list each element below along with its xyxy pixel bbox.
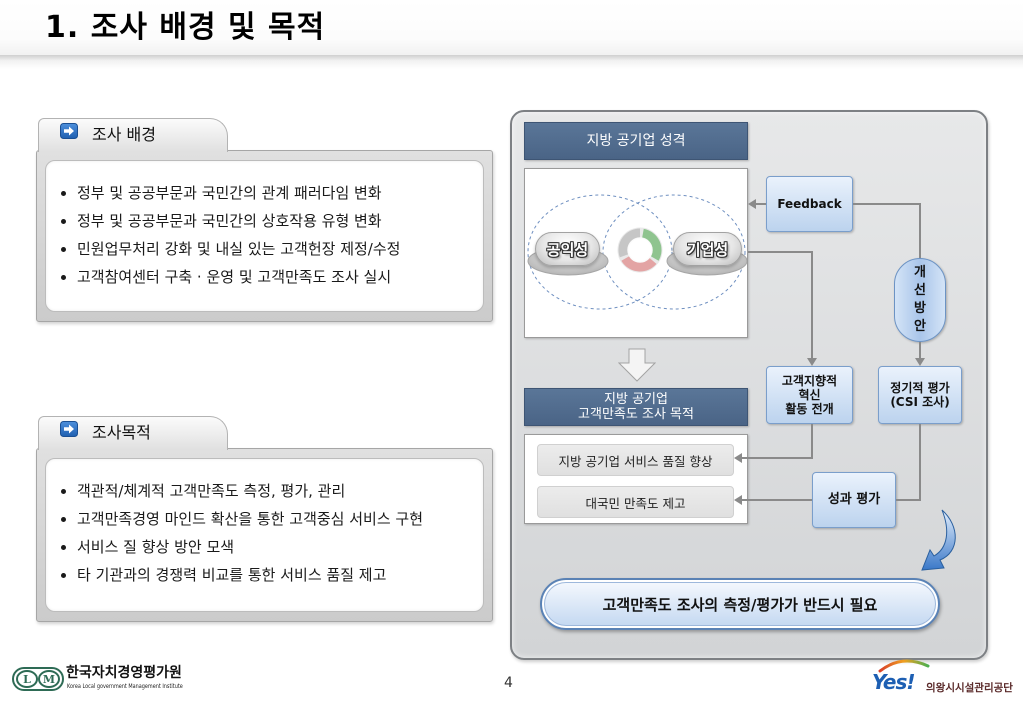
purpose-item-text: 지방 공기업 서비스 품질 향상 — [558, 453, 713, 469]
conclusion-banner: 고객만족도 조사의 측정/평가가 반드시 필요 — [540, 578, 940, 630]
list-item: 고객참여센터 구축 · 운영 및 고객만족도 조사 실시 — [61, 263, 400, 291]
page-title: 1. 조사 배경 및 목적 — [45, 10, 326, 45]
periodic-eval-line: 정기적 평가 — [890, 381, 950, 395]
bullet-text: 객관적/체계적 고객만족도 측정, 평가, 관리 — [77, 482, 346, 500]
arrowhead — [807, 358, 817, 366]
bullet-text: 민원업무처리 강화 및 내실 있는 고객헌장 제정/수정 — [77, 240, 401, 258]
performance-label: 성과 평가 — [827, 492, 881, 507]
logo-letter-m: M — [38, 670, 60, 688]
bullet-dot — [61, 191, 66, 196]
bullet-dot — [61, 489, 66, 494]
arrowhead — [748, 199, 756, 209]
purpose-section-title: 조사목적 — [92, 423, 151, 442]
activity-line: 활동 전개 — [785, 402, 834, 416]
cycle-icon — [617, 227, 663, 273]
bullet-dot — [61, 573, 66, 578]
purpose-box: 지방 공기업 서비스 품질 향상 대국민 만족도 제고 — [524, 434, 748, 524]
periodic-eval-line: (CSI 조사) — [890, 395, 950, 409]
bullet-dot — [61, 247, 66, 252]
background-bullet-list: 정부 및 공공부문과 국민간의 관계 패러다임 변화 정부 및 공공부문과 국민… — [61, 179, 400, 291]
institute-logo-mark: L M — [12, 667, 64, 691]
arrow-right-icon — [60, 421, 78, 437]
agency-name: 의왕시시설관리공단 — [926, 682, 1013, 694]
list-item: 고객만족경영 마인드 확산을 통한 고객중심 서비스 구현 — [61, 505, 423, 533]
public-interest-label: 공익성 — [546, 240, 589, 259]
bullet-dot — [61, 545, 66, 550]
conclusion-text: 고객만족도 조사의 측정/평가가 반드시 필요 — [602, 595, 878, 614]
purpose-header-line: 지방 공기업 — [604, 392, 668, 407]
feedback-box: Feedback — [766, 176, 853, 232]
activity-line: 고객지향적 — [781, 374, 838, 388]
curved-arrow-icon — [921, 509, 956, 571]
nature-header: 지방 공기업 성격 — [524, 122, 748, 160]
bullet-text: 타 기관과의 경쟁력 비교를 통한 서비스 품질 제고 — [77, 566, 387, 584]
purpose-header-line: 고객만족도 조사 목적 — [578, 407, 694, 422]
activity-line: 혁신 — [798, 388, 821, 402]
performance-evaluation-box: 성과 평가 — [812, 472, 896, 528]
purpose-section-panel: 객관적/체계적 고객만족도 측정, 평가, 관리 고객만족경영 마인드 확산을 … — [36, 448, 493, 622]
bullet-dot — [61, 517, 66, 522]
business-label: 기업성 — [686, 240, 729, 259]
background-section-title: 조사 배경 — [92, 125, 156, 144]
title-bar — [0, 0, 1023, 56]
purpose-item-satisfaction: 대국민 만족도 제고 — [537, 486, 734, 518]
arrowhead — [915, 358, 925, 366]
list-item: 서비스 질 향상 방안 모색 — [61, 533, 423, 561]
list-item: 타 기관과의 경쟁력 비교를 통한 서비스 품질 제고 — [61, 561, 423, 589]
bullet-text: 고객만족경영 마인드 확산을 통한 고객중심 서비스 구현 — [77, 510, 424, 528]
venn-box: 공익성 기업성 — [524, 168, 748, 338]
purpose-section-content: 객관적/체계적 고객만족도 측정, 평가, 관리 고객만족경영 마인드 확산을 … — [45, 458, 484, 612]
down-arrow-icon — [618, 348, 656, 382]
institute-name: 한국자치경영평가원 — [66, 665, 182, 681]
periodic-evaluation-box: 정기적 평가 (CSI 조사) — [878, 366, 962, 424]
arrow-right-icon — [60, 123, 78, 139]
public-interest-badge: 공익성 — [535, 232, 600, 266]
connector-periodic-to-performance — [896, 424, 921, 501]
bullet-text: 고객참여센터 구축 · 운영 및 고객만족도 조사 실시 — [77, 268, 392, 286]
improvement-label: 개선방안 — [914, 265, 926, 334]
purpose-section-tab: 조사목적 — [38, 416, 228, 450]
title-divider — [0, 55, 1023, 69]
bullet-text: 정부 및 공공부문과 국민간의 관계 패러다임 변화 — [77, 184, 382, 202]
page-number: 4 — [504, 675, 513, 691]
activity-box: 고객지향적 혁신 활동 전개 — [766, 366, 853, 424]
business-circle — [602, 194, 746, 310]
bullet-dot — [61, 275, 66, 280]
nature-header-text: 지방 공기업 성격 — [586, 132, 686, 149]
connector-feedback-to-improvement — [853, 203, 921, 258]
bullet-text: 서비스 질 향상 방안 모색 — [77, 538, 235, 556]
purpose-bullet-list: 객관적/체계적 고객만족도 측정, 평가, 관리 고객만족경영 마인드 확산을 … — [61, 477, 423, 589]
background-section-content: 정부 및 공공부문과 국민간의 관계 패러다임 변화 정부 및 공공부문과 국민… — [45, 160, 484, 312]
purpose-header: 지방 공기업 고객만족도 조사 목적 — [524, 388, 748, 426]
purpose-item-text: 대국민 만족도 제고 — [585, 495, 686, 511]
list-item: 정부 및 공공부문과 국민간의 상호작용 유형 변화 — [61, 207, 400, 235]
feedback-label: Feedback — [777, 197, 842, 211]
list-item: 정부 및 공공부문과 국민간의 관계 패러다임 변화 — [61, 179, 400, 207]
logo-swoosh-icon — [878, 659, 930, 673]
business-badge: 기업성 — [673, 232, 742, 266]
list-item: 객관적/체계적 고객만족도 측정, 평가, 관리 — [61, 477, 423, 505]
background-section-panel: 정부 및 공공부문과 국민간의 관계 패러다임 변화 정부 및 공공부문과 국민… — [36, 150, 493, 322]
improvement-pill: 개선방안 — [894, 258, 946, 342]
bullet-dot — [61, 219, 66, 224]
bullet-text: 정부 및 공공부문과 국민간의 상호작용 유형 변화 — [77, 212, 382, 230]
connector-nature-to-activity — [748, 251, 813, 359]
public-interest-circle — [527, 194, 673, 310]
agency-logo-mark: Yes! — [872, 670, 915, 694]
logo-letter-l: L — [16, 670, 38, 688]
institute-english-name: Korea Local government Management Instit… — [67, 683, 183, 690]
diagram-panel: 지방 공기업 성격 공익성 기업성 — [510, 110, 988, 660]
background-section-tab: 조사 배경 — [38, 118, 228, 152]
connector-activity-to-quality — [741, 424, 813, 459]
list-item: 민원업무처리 강화 및 내실 있는 고객헌장 제정/수정 — [61, 235, 400, 263]
purpose-item-quality: 지방 공기업 서비스 품질 향상 — [537, 444, 734, 476]
